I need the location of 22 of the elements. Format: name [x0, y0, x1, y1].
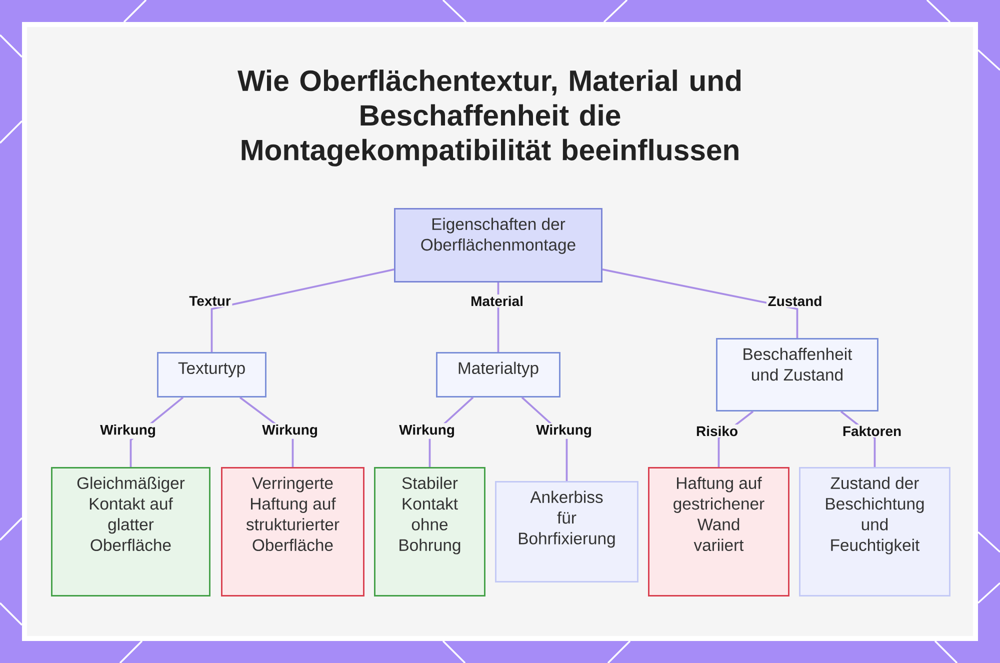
- edge-label: Wirkung: [534, 423, 594, 439]
- category-box: Beschaffenheit und Zustand: [716, 338, 878, 412]
- edge-label: Zustand: [766, 294, 824, 308]
- edge-label: Risiko: [694, 424, 740, 438]
- edge-label: Textur: [188, 294, 232, 308]
- outcome-box: Verringerte Haftung auf strukturierter Oberfläche: [221, 467, 364, 596]
- outcome-box: Stabiler Kontakt ohne Bohrung: [374, 467, 486, 596]
- outcome-box: Zustand der Beschichtung und Feuchtigkeit: [799, 467, 950, 596]
- edge-label: Material: [469, 294, 525, 308]
- connector-line: [602, 268, 798, 338]
- category-box: Texturtyp: [157, 352, 266, 398]
- outcome-box: Haftung auf gestrichener Wand variiert: [648, 467, 790, 596]
- title: Wie Oberflächentextur, Material und Beschaffenheit die Montagekompatibilität beeinflussen: [238, 70, 741, 166]
- connector-line: [210, 268, 394, 352]
- outcome-box: Gleichmäßiger Kontakt auf glatter Oberfläche: [51, 467, 210, 596]
- outcome-box: Ankerbiss für Bohrfixierung: [495, 481, 638, 582]
- edge-label: Wirkung: [398, 423, 456, 439]
- edge-label: Faktoren: [841, 424, 903, 438]
- root-box: Eigenschaften der Oberflächenmontage: [394, 208, 602, 282]
- category-box: Materialtyp: [436, 352, 560, 398]
- edge-label: Wirkung: [98, 423, 158, 439]
- edge-label: Wirkung: [260, 423, 320, 439]
